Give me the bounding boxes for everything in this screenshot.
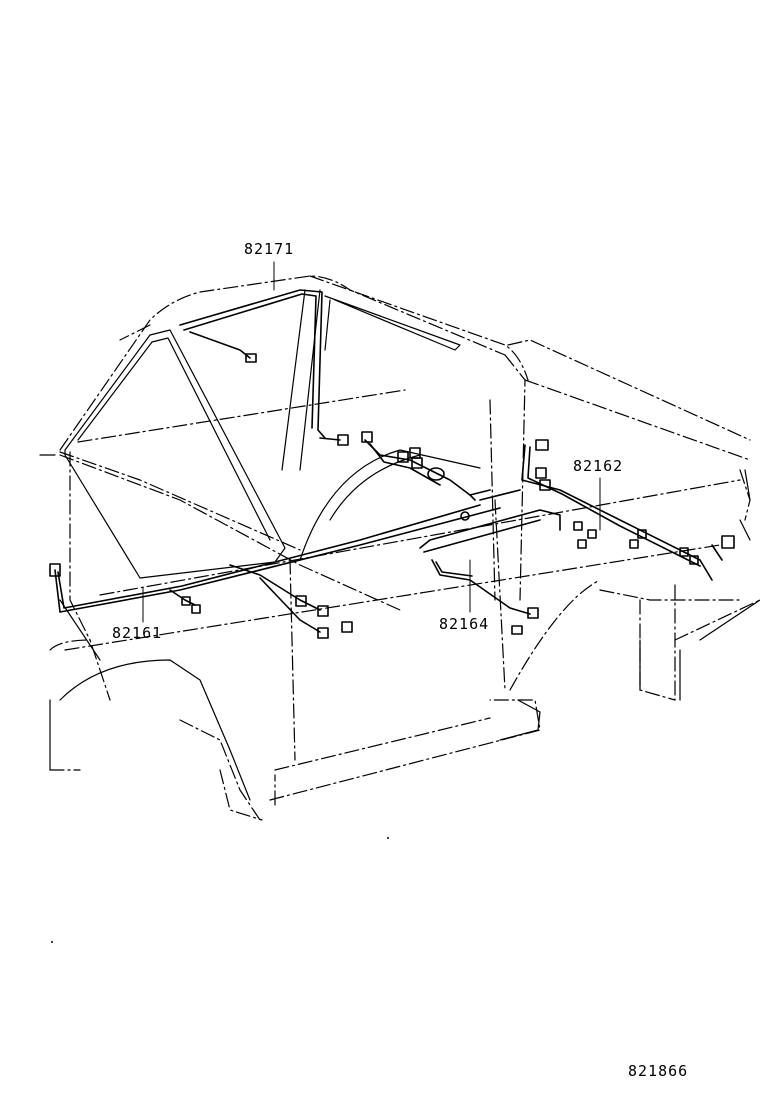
leader-lines xyxy=(142,261,601,623)
harness-82162 xyxy=(521,439,735,581)
figure-number: 821866 xyxy=(628,1062,689,1080)
part-label-82161: 82161 xyxy=(112,624,163,642)
speck xyxy=(51,941,53,943)
body-solid-lines xyxy=(39,289,760,801)
part-label-82171: 82171 xyxy=(244,240,295,258)
harness-82171 xyxy=(179,289,349,446)
speck xyxy=(387,837,389,839)
part-label-82162: 82162 xyxy=(573,457,624,475)
harness-82161 xyxy=(49,504,501,639)
cab-outline xyxy=(49,275,760,821)
part-label-82164: 82164 xyxy=(439,615,490,633)
harness-cab-upper xyxy=(361,431,491,521)
harness-82164 xyxy=(419,489,561,635)
